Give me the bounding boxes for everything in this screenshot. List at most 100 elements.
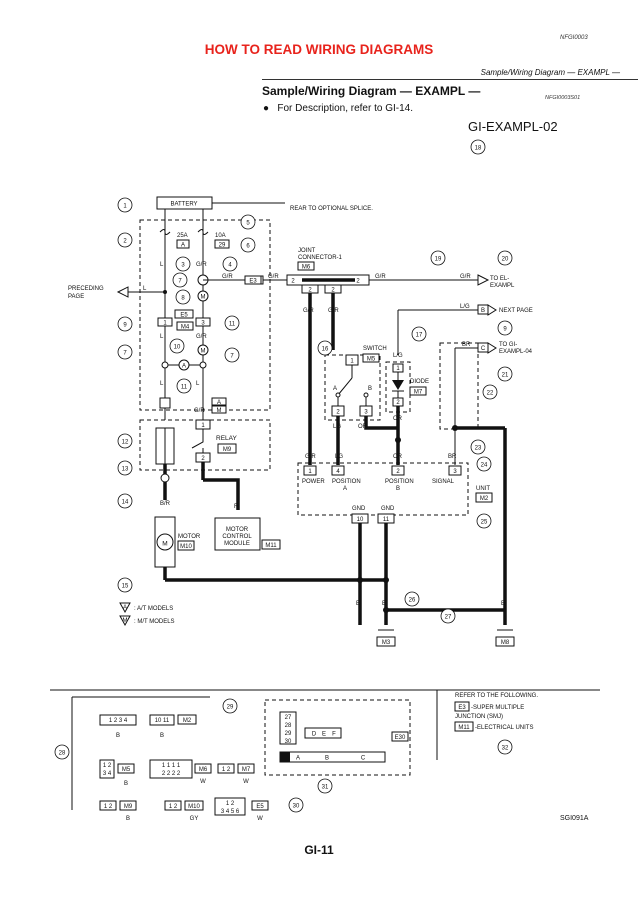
wire-l-5: L [196,381,200,387]
callout-15: 15 [122,584,129,590]
svg-text:1 2 3 4: 1 2 3 4 [109,718,128,724]
panel-e5: E5 [256,804,264,810]
wire-gr-9: G/R [328,308,339,314]
panel-w-1: W [200,779,206,785]
refer-m11-desc: -ELECTRICAL UNITS [475,725,533,731]
e5-lbl: E5 [180,313,188,319]
unit-pos-a-1: POSITION [332,479,361,485]
unit-gnd-1: GND [352,506,366,512]
switch-pin-3: 3 [364,410,368,416]
to-gi-2: EXAMPL-04 [499,349,533,355]
to-el-1: TO EL- [490,276,509,282]
br-dashed-outline [439,342,479,430]
svg-text:1 2: 1 2 [226,801,235,807]
unit-power: POWER [302,479,325,485]
panel-m9: M9 [124,804,133,810]
page-title: HOW TO READ WIRING DIAGRAMS [204,42,434,57]
unit-pin-11: 11 [383,517,390,523]
callout-8: 8 [181,296,185,302]
fuse-10a-label: 10A [215,233,226,239]
mcm-m11: M11 [265,543,277,549]
e30-e: E [322,732,326,738]
legend-at: : A/T MODELS [134,606,173,612]
ground-m8: M8 [501,640,510,646]
connector-m2-right [149,714,175,726]
wire-gr-2: G/R [222,274,233,280]
preceding-label-1: PRECEDING [68,286,104,292]
wire-br-2: BR [448,454,457,460]
preceding-arrow-icon [116,286,129,298]
bullet-icon: ● [263,103,270,114]
wire-gr-3: G/R [268,274,279,280]
callout-11b: 11 [181,385,188,391]
header-rule [262,79,638,80]
next-page-arrow-icon [487,304,497,316]
m-conn-box: M [217,408,222,414]
wire-gr-10: G/R [305,454,316,460]
wire-r-1: R [234,504,239,510]
refer-e3-desc: -SUPER MULTIPLE [471,705,524,711]
e30-pin-28: 28 [285,723,292,729]
unit-outline [297,462,469,516]
svg-text:3 4: 3 4 [103,771,112,777]
mcm-l3: MODULE [224,541,250,547]
wire-b-2: B [382,601,386,607]
switch-pin-2: 2 [336,410,340,416]
section-description: ● For Description, refer to GI-14. [263,103,413,114]
panel-gy: GY [190,816,199,822]
ground-m3: M3 [382,640,391,646]
wire-gr-4: G/R [196,334,207,340]
joint-m6: M6 [302,265,311,271]
e30-b: B [325,756,329,762]
switch-outline [324,354,381,421]
panel-b-3: B [124,781,128,787]
diode-icon [392,380,404,390]
wire-lg-4: LG [335,454,343,460]
callout-9b: 9 [503,327,507,333]
next-b-box: B [481,308,485,314]
wire-lg-3: L/G [393,353,403,359]
diagram-id: GI-EXAMPL-02 [468,119,558,134]
svg-text:10 11: 10 11 [155,718,170,724]
fuse-a-ref: A [181,243,185,249]
callout-1: 1 [123,204,127,210]
callout-5: 5 [246,221,250,227]
callout-14: 14 [122,500,129,506]
panel-b-1: B [116,733,120,739]
page-number: GI-11 [304,843,334,857]
to-el-2: EXAMPL [490,283,515,289]
panel-w-3: W [257,816,263,822]
fuse-29-box [214,239,230,249]
pin-3a: 3 [201,321,205,327]
unit-pin-4: 4 [336,469,340,475]
wire-b-3: B [501,601,505,607]
switch-m5: M5 [367,357,376,363]
legend-a-icon: A [123,605,127,611]
panel-e30: E30 [395,735,406,741]
diode-label: DIODE [410,379,429,385]
svg-text:3 4 5 6: 3 4 5 6 [221,809,240,815]
relay-label: RELAY [216,435,237,442]
fuse-block-outline [139,219,271,411]
motor-control-module [214,517,261,551]
panel-w-2: W [243,779,249,785]
diode-pin-1: 1 [396,366,400,372]
callout-9: 9 [123,323,127,329]
to-gi-arrow-icon [487,342,497,354]
wire-or-1: OR [358,424,368,430]
wire-gr-8: G/R [303,308,314,314]
panel-m5: M5 [122,767,131,773]
callout-10: 10 [174,345,181,351]
panel-b-2: B [160,733,164,739]
joint-label-1: JOINT [298,248,316,254]
motor-m10: M10 [180,544,192,550]
callout-3: 3 [181,263,185,269]
fuse-a-box [176,239,190,249]
wire-gr-1: G/R [196,262,207,268]
preceding-label-2: PAGE [68,294,84,300]
wire-gr-6: G/R [375,274,386,280]
a-conn-box: A [217,400,221,406]
callout-22: 22 [487,391,494,397]
joint-label-2: CONNECTOR-1 [298,255,343,261]
wire-gr-5: G/R [194,408,205,414]
